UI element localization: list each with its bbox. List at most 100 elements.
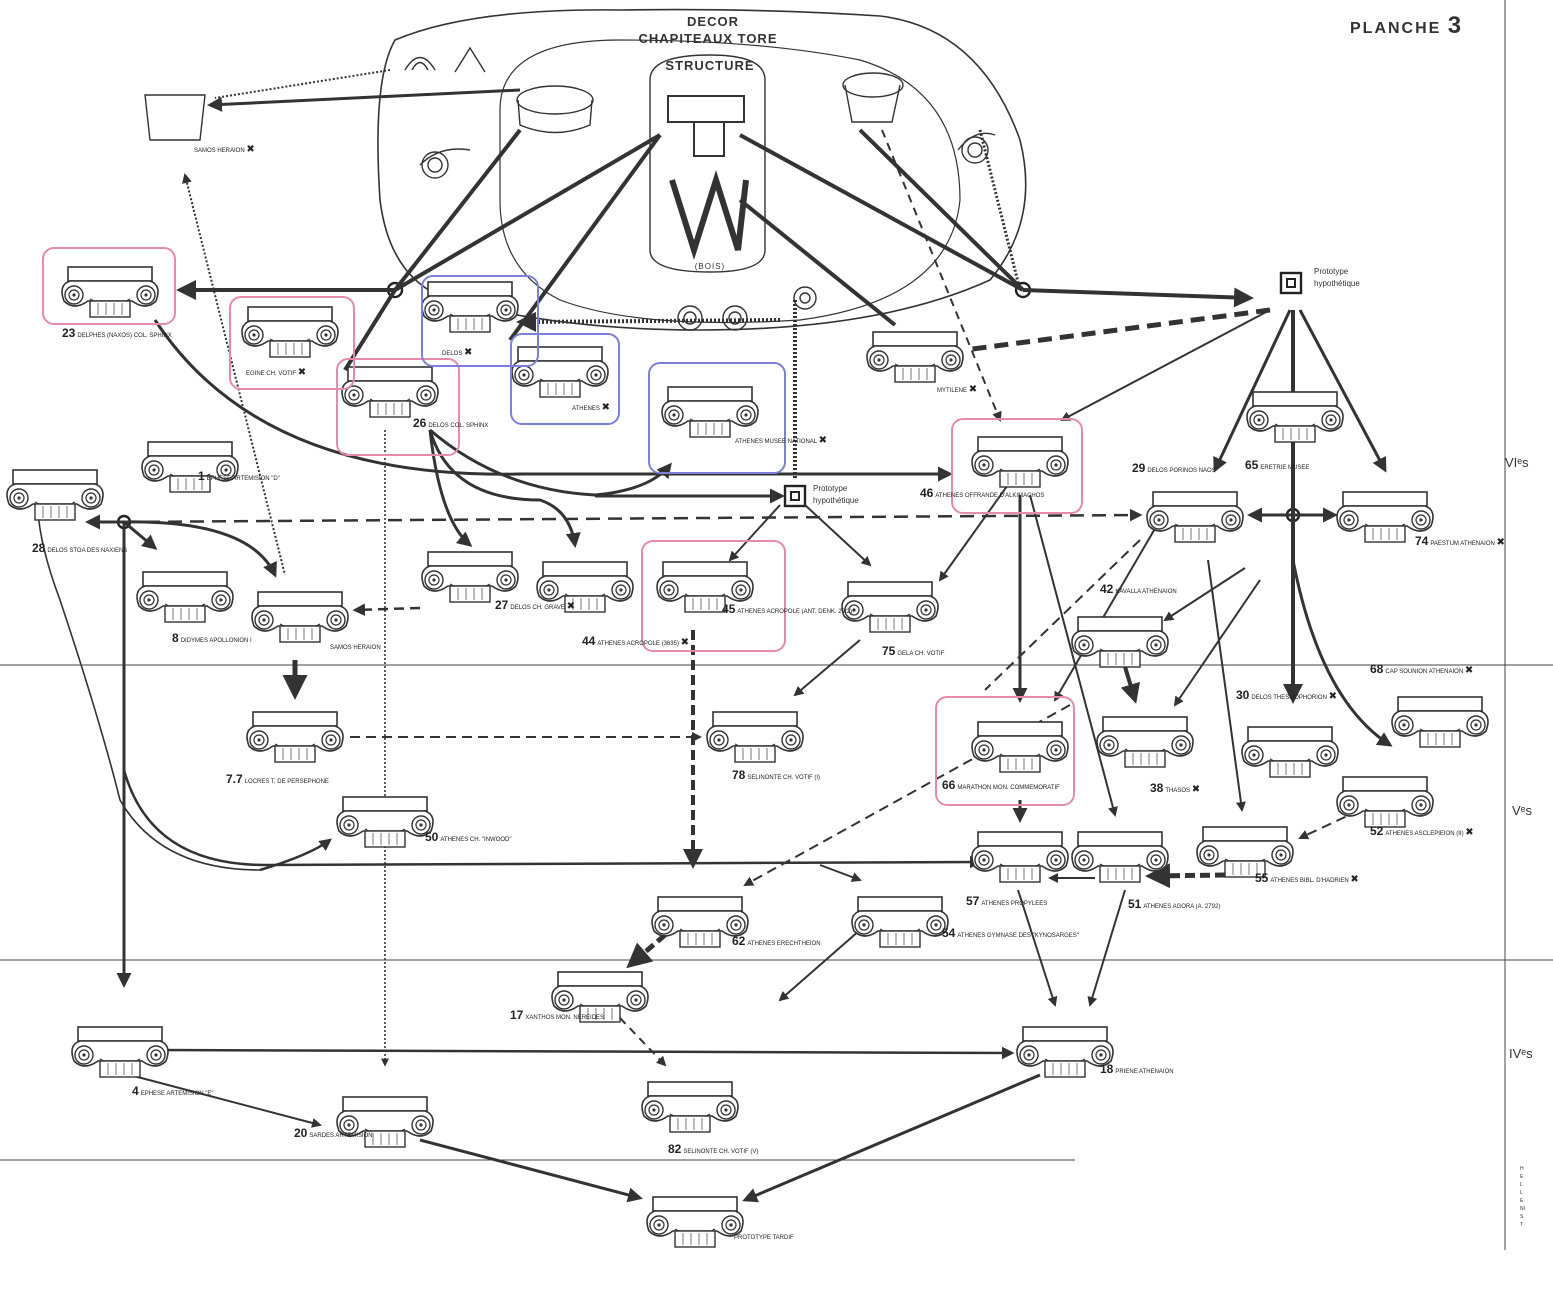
bois-label: (BOIS)	[694, 262, 726, 271]
capital-text: SELINONTE Ch. VOTIF (I)	[747, 775, 821, 781]
capital-glyph	[1016, 1026, 1114, 1078]
prototype-line: Prototype	[1314, 267, 1349, 276]
era-label: VIᵉs	[1505, 455, 1529, 470]
cross-mark: ✖	[968, 384, 978, 395]
capital-glyph	[706, 711, 804, 763]
capital-text: DELOS COL. SPHINX	[428, 423, 489, 429]
capital-text: ATHENES	[572, 406, 600, 412]
capital-text: PAESTUM ATHENAION	[1430, 541, 1495, 547]
capital-text: ATHENES Offrande d'ALKIMACHOS	[935, 493, 1045, 499]
capital-label: ATHENES ✖	[570, 403, 610, 413]
capital-text: ATHENES GYMNASE des "KYNOSARGES"	[957, 933, 1079, 939]
capital-glyph	[1196, 826, 1294, 878]
cross-mark: ✖	[680, 637, 690, 648]
capital-number: 23	[62, 326, 76, 340]
capital-number: 4	[132, 1084, 139, 1098]
capital-text: PROTOTYPE TARDIF	[734, 1235, 794, 1241]
capital-text: ATHENES Bibl. d'Hadrien	[1270, 878, 1349, 884]
capital-glyph	[646, 1196, 744, 1248]
capital-text: SELINONTE CH. VOTIF (V)	[683, 1149, 759, 1155]
capital-text: PRIENE ATHENAION	[1115, 1069, 1174, 1075]
capital-text: DELOS PORINOS NAOS	[1147, 468, 1216, 474]
cross-mark: ✖	[1464, 665, 1474, 676]
capital-glyph	[6, 469, 104, 521]
plate-word: PLANCHE	[1350, 20, 1442, 37]
capital-glyph	[866, 331, 964, 383]
capital-text: ATHENES Agora (A. 2792)	[1143, 904, 1221, 910]
cross-mark: ✖	[1465, 827, 1474, 838]
capital-text: ERETRIE Musee	[1260, 465, 1310, 471]
prototype-label: Prototype hypothétique	[1314, 266, 1360, 290]
capital-text: DELOS CH. GRAVE	[510, 605, 565, 611]
capital-glyph	[851, 896, 949, 948]
highlight-box	[336, 358, 460, 456]
capital-text: ATHENES ASCLEPIEION (II)	[1385, 831, 1464, 837]
capital-number: 74	[1415, 534, 1429, 548]
capital-label: PROTOTYPE TARDIF	[732, 1232, 794, 1242]
capital-number: 55	[1255, 871, 1269, 885]
capital-text: SAMOS HERAION	[194, 148, 245, 154]
capital-text: KAVALLA ATHENAION	[1115, 589, 1177, 595]
capital-text: MARATHON MON. COMMEMORATIF	[957, 785, 1060, 791]
capital-glyph	[251, 591, 349, 643]
capital-text: ATHENES Musee National	[735, 439, 817, 445]
capital-number: 28	[32, 541, 46, 555]
capital-number: 44	[582, 634, 596, 648]
capital-text: DELOS	[442, 351, 463, 357]
cross-mark: ✖	[1496, 537, 1505, 548]
capital-text: XANTHOS MON. NEREIDES	[525, 1015, 605, 1021]
highlight-box	[641, 540, 786, 652]
cross-mark: ✖	[1350, 874, 1359, 885]
cross-mark: ✖	[1191, 784, 1201, 795]
era-label: HELLENIST	[1520, 1166, 1525, 1228]
structure-title: STRUCTURE	[665, 58, 755, 73]
capital-glyph	[641, 1081, 739, 1133]
capital-glyph	[1391, 696, 1489, 748]
capital-glyph	[71, 1026, 169, 1078]
capital-glyph	[1241, 726, 1339, 778]
capital-glyph	[246, 711, 344, 763]
cross-mark: ✖	[818, 435, 827, 446]
capital-number: 57	[966, 894, 980, 908]
capital-text: DELOS STOA des NAXIENS	[47, 548, 128, 554]
capital-number: 52	[1370, 824, 1384, 838]
plate-number: 3	[1447, 12, 1464, 39]
capital-glyph	[1071, 616, 1169, 668]
highlight-box	[648, 362, 786, 474]
capital-label: ATHENES Musee National ✖	[733, 436, 827, 446]
capital-text: EGINE CH. VOTIF	[246, 371, 297, 377]
capital-glyph	[841, 581, 939, 633]
capital-glyph	[421, 551, 519, 603]
capital-number: 8	[172, 631, 179, 645]
cross-mark: ✖	[566, 601, 575, 612]
capital-glyph	[1071, 831, 1169, 883]
capital-number: 46	[920, 486, 934, 500]
capital-number: 38	[1150, 781, 1164, 795]
capital-label: EGINE CH. VOTIF ✖	[244, 368, 306, 378]
capital-number: 42	[1100, 582, 1114, 596]
decor-title: DECOR	[687, 14, 739, 29]
capital-text: THASOS	[1165, 788, 1191, 794]
capital-text: ATHENES ERECHTHEION	[747, 941, 821, 947]
capital-number: 20	[294, 1126, 308, 1140]
capital-number: 18	[1100, 1062, 1114, 1076]
capital-number: 82	[668, 1142, 682, 1156]
